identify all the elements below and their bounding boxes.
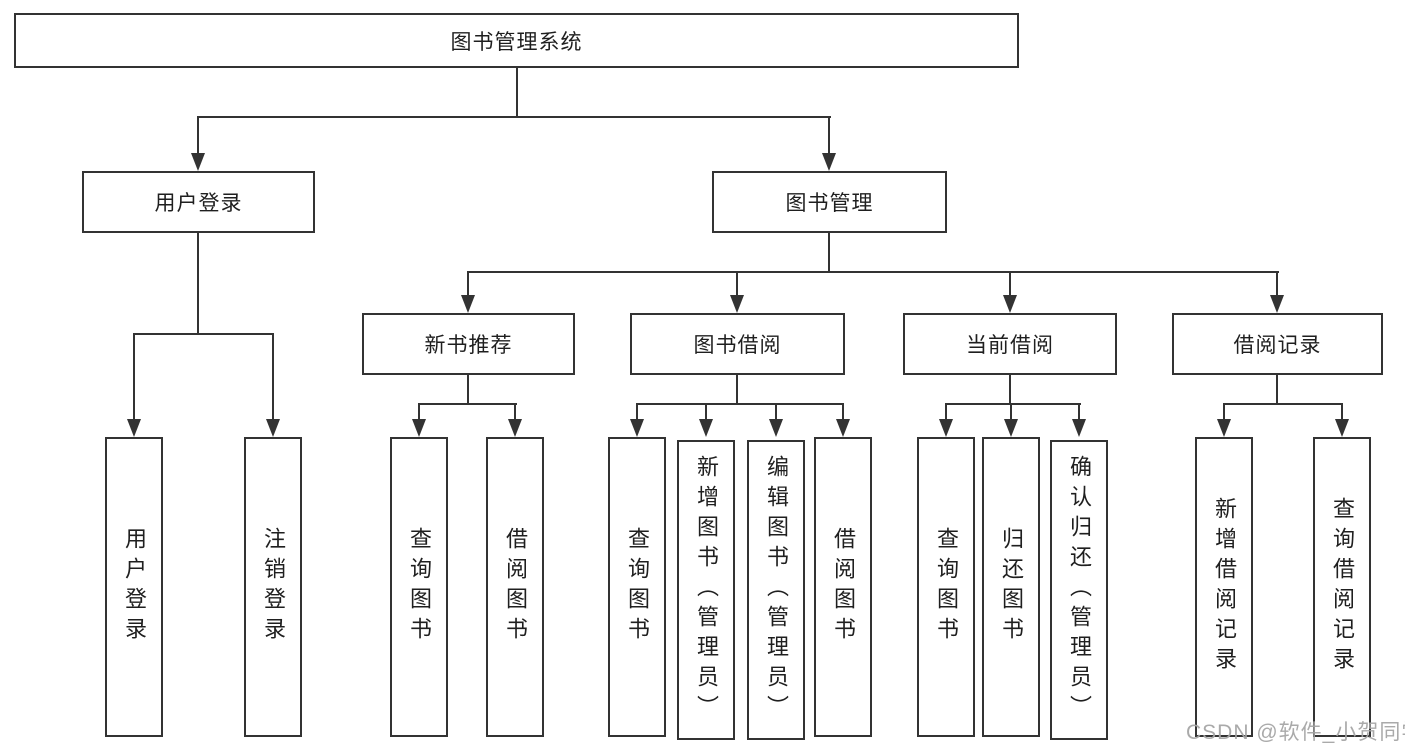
connector-arrowhead xyxy=(836,419,850,437)
connector-line xyxy=(1276,271,1278,297)
connector-line xyxy=(467,271,1279,273)
connector-line xyxy=(418,403,517,405)
connector-line xyxy=(467,271,469,297)
connector-arrowhead xyxy=(412,419,426,437)
connector-line xyxy=(1010,403,1012,423)
connector-line xyxy=(705,403,707,423)
connector-line xyxy=(1223,403,1225,423)
node-label: 查询图书 xyxy=(407,527,432,647)
connector-arrowhead xyxy=(769,419,783,437)
node-current-borrow: 当前借阅 xyxy=(903,313,1117,375)
node-leaf-add-books-admin: 新增图书（管理员） xyxy=(677,440,735,740)
connector-line xyxy=(197,233,199,335)
connector-line xyxy=(736,271,738,297)
connector-arrowhead xyxy=(1335,419,1349,437)
connector-line xyxy=(1009,271,1011,297)
connector-arrowhead xyxy=(630,419,644,437)
node-book-borrow: 图书借阅 xyxy=(630,313,845,375)
node-label: 确认归还（管理员） xyxy=(1067,455,1092,725)
node-leaf-borrow-books-1: 借阅图书 xyxy=(486,437,544,737)
node-label: 编辑图书（管理员） xyxy=(764,455,789,725)
node-leaf-query-books-2: 查询图书 xyxy=(608,437,666,737)
connector-arrowhead xyxy=(127,419,141,437)
node-label: 图书管理 xyxy=(785,192,874,215)
node-leaf-edit-books-admin: 编辑图书（管理员） xyxy=(747,440,805,740)
node-label: 用户登录 xyxy=(122,527,147,647)
connector-arrowhead xyxy=(461,295,475,313)
connector-line xyxy=(1341,403,1343,423)
connector-line xyxy=(197,116,199,156)
node-label: 当前借阅 xyxy=(966,334,1054,357)
connector-line xyxy=(1276,375,1278,405)
connector-line xyxy=(133,333,274,335)
node-book-management: 图书管理 xyxy=(712,171,947,233)
node-label: 借阅图书 xyxy=(831,527,856,647)
connector-arrowhead xyxy=(1072,419,1086,437)
connector-line xyxy=(736,375,738,405)
connector-line xyxy=(636,403,844,405)
node-label: 图书管理系统 xyxy=(450,30,583,54)
connector-line xyxy=(1223,403,1343,405)
connector-line xyxy=(1009,375,1011,405)
connector-line xyxy=(945,403,947,423)
node-leaf-user-login: 用户登录 xyxy=(105,437,163,737)
node-leaf-query-books-1: 查询图书 xyxy=(390,437,448,737)
connector-line xyxy=(775,403,777,423)
node-label: 归还图书 xyxy=(999,527,1024,647)
node-label: 借阅记录 xyxy=(1233,334,1322,357)
node-label: 注销登录 xyxy=(261,527,286,647)
connector-line xyxy=(197,116,831,118)
connector-line xyxy=(828,233,830,273)
node-leaf-logout: 注销登录 xyxy=(244,437,302,737)
watermark: CSDN @软件_小贺同学 xyxy=(1186,721,1405,744)
node-label: 查询借阅记录 xyxy=(1330,497,1355,677)
connector-line xyxy=(1078,403,1080,423)
node-library-system: 图书管理系统 xyxy=(14,13,1019,68)
node-label: 新书推荐 xyxy=(424,334,513,357)
node-borrow-records: 借阅记录 xyxy=(1172,313,1383,375)
connector-arrowhead xyxy=(730,295,744,313)
connector-arrowhead xyxy=(1004,419,1018,437)
node-label: 借阅图书 xyxy=(503,527,528,647)
connector-arrowhead xyxy=(822,153,836,171)
node-label: 新增借阅记录 xyxy=(1212,497,1237,677)
connector-line xyxy=(133,333,135,421)
connector-line xyxy=(516,68,518,118)
node-label: 查询图书 xyxy=(625,527,650,647)
node-new-book-recommend: 新书推荐 xyxy=(362,313,575,375)
node-leaf-query-books-3: 查询图书 xyxy=(917,437,975,737)
connector-line xyxy=(467,375,469,405)
connector-arrowhead xyxy=(266,419,280,437)
connector-line xyxy=(828,116,830,156)
connector-line xyxy=(842,403,844,423)
node-label: 用户登录 xyxy=(154,192,243,215)
node-leaf-borrow-books-2: 借阅图书 xyxy=(814,437,872,737)
connector-line xyxy=(272,333,274,421)
connector-arrowhead xyxy=(191,153,205,171)
node-leaf-return-books: 归还图书 xyxy=(982,437,1040,737)
node-user-login: 用户登录 xyxy=(82,171,315,233)
connector-arrowhead xyxy=(1003,295,1017,313)
node-label: 查询图书 xyxy=(934,527,959,647)
connector-line xyxy=(636,403,638,423)
node-label: 新增图书（管理员） xyxy=(694,455,719,725)
connector-line xyxy=(514,403,516,423)
connector-arrowhead xyxy=(699,419,713,437)
node-leaf-query-borrow-record: 查询借阅记录 xyxy=(1313,437,1371,737)
connector-arrowhead xyxy=(1217,419,1231,437)
connector-line xyxy=(418,403,420,423)
connector-line xyxy=(945,403,1081,405)
node-label: 图书借阅 xyxy=(693,334,782,357)
node-leaf-confirm-return-admin: 确认归还（管理员） xyxy=(1050,440,1108,740)
node-leaf-add-borrow-record: 新增借阅记录 xyxy=(1195,437,1253,737)
connector-arrowhead xyxy=(939,419,953,437)
connector-arrowhead xyxy=(508,419,522,437)
connector-arrowhead xyxy=(1270,295,1284,313)
